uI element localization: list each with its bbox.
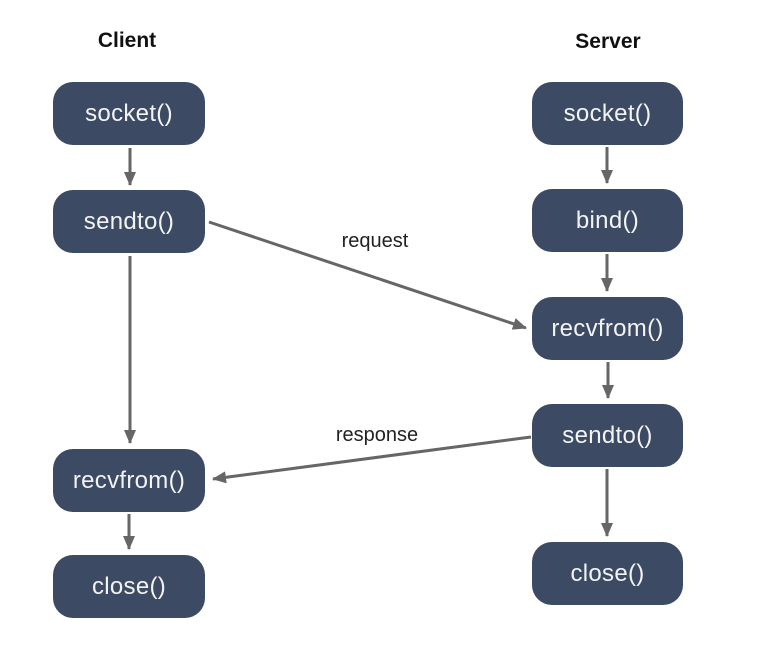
node-server-close: close() [532,542,683,605]
request-edge-label: request [341,230,409,252]
node-client-close: close() [53,555,205,618]
client-column-title: Client [97,29,157,52]
response-edge-label: response [335,424,419,446]
node-server-bind: bind() [532,189,683,252]
node-server-recvfrom: recvfrom() [532,297,683,360]
node-client-sendto: sendto() [53,190,205,253]
node-server-sendto: sendto() [532,404,683,467]
node-client-recvfrom: recvfrom() [53,449,205,512]
node-client-socket: socket() [53,82,205,145]
node-server-socket: socket() [532,82,683,145]
server-column-title: Server [575,30,641,53]
